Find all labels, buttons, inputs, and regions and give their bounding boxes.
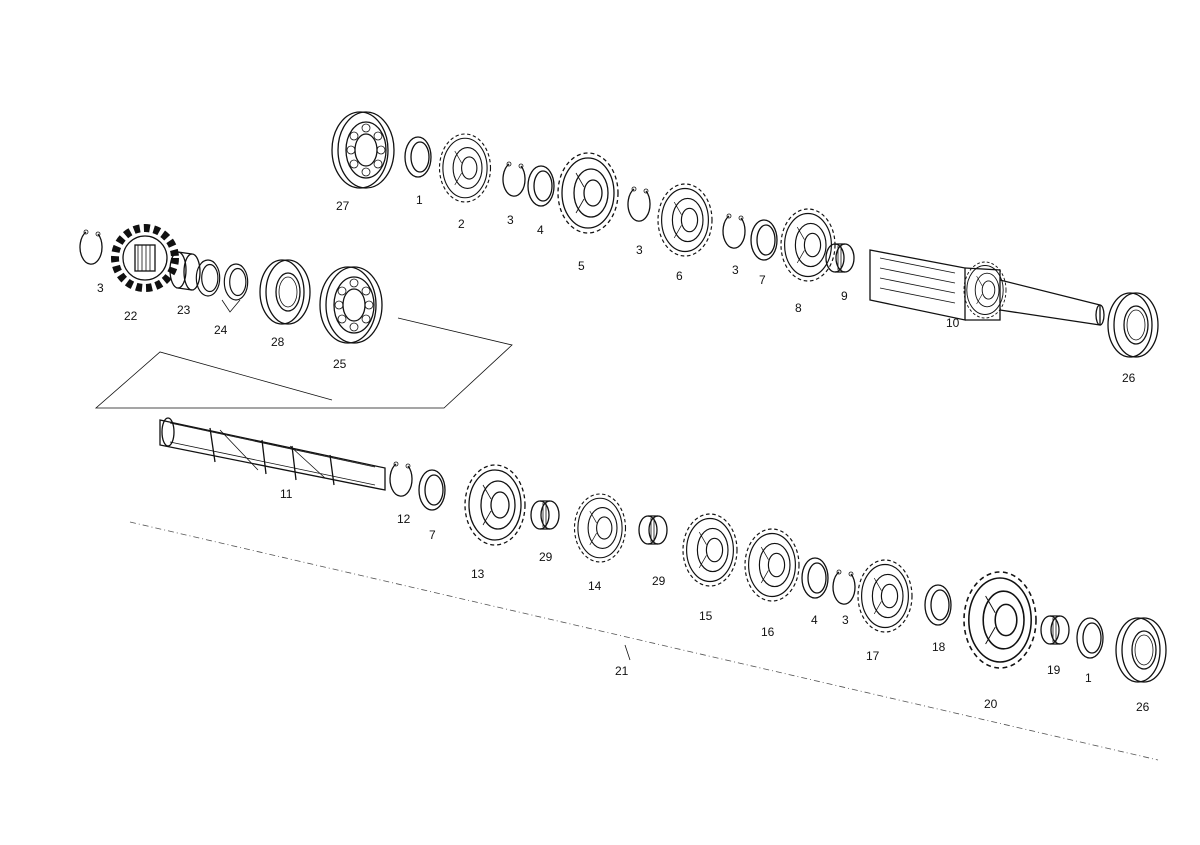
- label-10: 10: [946, 316, 960, 330]
- label-3: 3: [732, 263, 739, 277]
- label-19: 19: [1047, 663, 1061, 677]
- label-26: 26: [1122, 371, 1136, 385]
- label-8: 8: [795, 301, 802, 315]
- label-15: 15: [699, 609, 713, 623]
- label-26: 26: [1136, 700, 1150, 714]
- label-4: 4: [537, 223, 544, 237]
- label-7: 7: [429, 528, 436, 542]
- label-22: 22: [124, 309, 138, 323]
- label-29: 29: [652, 574, 666, 588]
- label-1: 1: [1085, 671, 1092, 685]
- label-4: 4: [811, 613, 818, 627]
- label-3: 3: [507, 213, 514, 227]
- label-28: 28: [271, 335, 285, 349]
- upper-shaft-parts: [331, 111, 1159, 358]
- label-13: 13: [471, 567, 485, 581]
- label-17: 17: [866, 649, 880, 663]
- label-14: 14: [588, 579, 602, 593]
- label-6: 6: [676, 269, 683, 283]
- label-3: 3: [97, 281, 104, 295]
- label-23: 23: [177, 303, 191, 317]
- lower-shaft-parts: [159, 417, 1167, 683]
- sprocket-group: [79, 224, 383, 344]
- centerline: [129, 521, 1159, 761]
- label-9: 9: [841, 289, 848, 303]
- part-labels: 27 1 2 3 4 5 3 6 3 7 8 9 10 26 3 22 23 2…: [97, 193, 1150, 714]
- label-12: 12: [397, 512, 411, 526]
- label-21: 21: [615, 664, 629, 678]
- label-16: 16: [761, 625, 775, 639]
- label-1: 1: [416, 193, 423, 207]
- label-3: 3: [636, 243, 643, 257]
- label-20: 20: [984, 697, 998, 711]
- label-11: 11: [280, 487, 293, 501]
- label-3: 3: [842, 613, 849, 627]
- bracket-line: [94, 317, 513, 409]
- label-24: 24: [214, 323, 228, 337]
- label-18: 18: [932, 640, 946, 654]
- label-5: 5: [578, 259, 585, 273]
- label-7: 7: [759, 273, 766, 287]
- label-25: 25: [333, 357, 347, 371]
- label-27: 27: [336, 199, 350, 213]
- label-2: 2: [458, 217, 465, 231]
- label-29: 29: [539, 550, 553, 564]
